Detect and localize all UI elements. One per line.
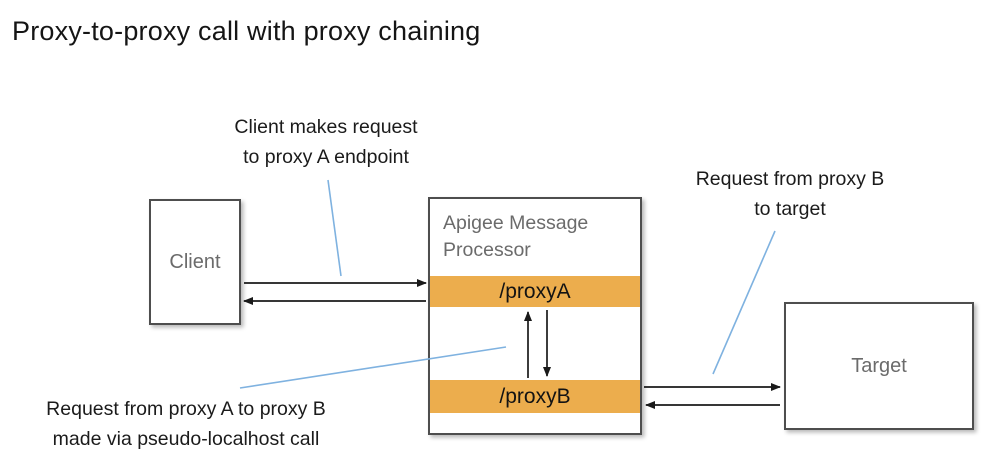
target-label: Target (851, 354, 907, 377)
proxy-b-label: /proxyB (499, 384, 571, 408)
callout-line-client-request (327, 179, 342, 277)
annotation-client-request: Client makes request to proxy A endpoint (234, 116, 418, 168)
proxy-a-label: /proxyA (499, 279, 571, 303)
target-box: Target (784, 302, 974, 430)
diagram-title: Proxy-to-proxy call with proxy chaining (12, 16, 481, 46)
apigee-message-processor-box: Apigee Message Processor /proxyA /proxyB (428, 197, 642, 435)
annotation-proxya-to-proxyb: Request from proxy A to proxy B made via… (46, 398, 326, 450)
client-label: Client (169, 250, 221, 273)
apigee-title-label: Apigee Message Processor (443, 212, 589, 262)
client-box: Client (149, 199, 241, 325)
annotation-proxyb-to-target: Request from proxy B to target (695, 168, 885, 220)
callout-line-proxyb-target (712, 230, 776, 375)
proxy-a-bar: /proxyA (430, 276, 640, 307)
proxy-b-bar: /proxyB (430, 380, 640, 413)
